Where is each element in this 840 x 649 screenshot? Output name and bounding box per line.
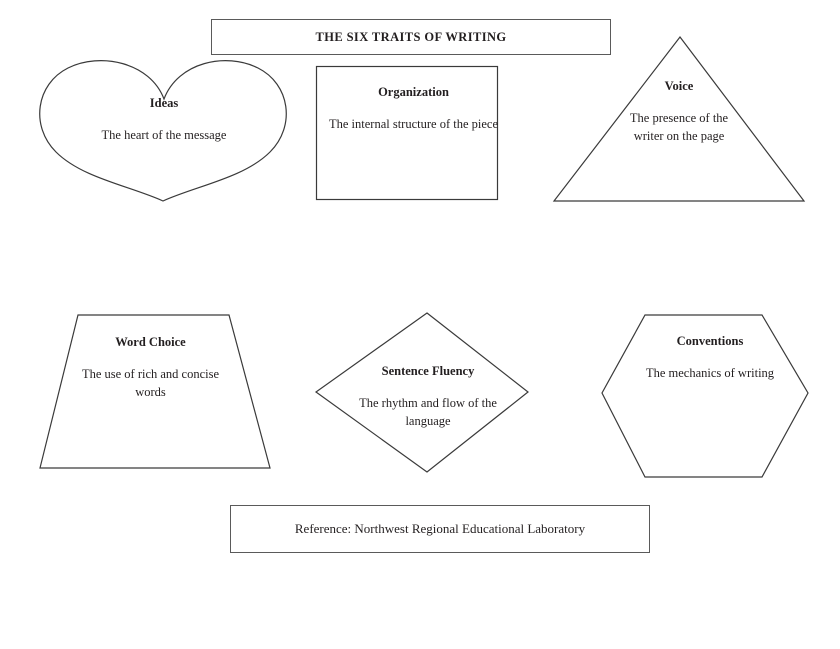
page-title: THE SIX TRAITS OF WRITING [315, 29, 507, 44]
trait-title-organization: Organization [378, 85, 449, 99]
trait-label-sentence-fluency: Sentence Fluency The rhythm and flow of … [347, 364, 509, 431]
trait-description-organization: The internal structure of the piece [328, 116, 499, 131]
trait-description-sentence-fluency: The rhythm and flow of the language [359, 395, 497, 429]
reference-text: Reference: Northwest Regional Educationa… [294, 521, 586, 536]
trait-label-word-choice: Word Choice The use of rich and concise … [68, 335, 233, 402]
trait-title-voice: Voice [664, 79, 694, 93]
trait-title-word-choice: Word Choice [115, 335, 186, 349]
trait-label-ideas: Ideas The heart of the message [64, 96, 264, 144]
trait-label-voice: Voice The presence of the writer on the … [618, 79, 740, 146]
trait-description-voice: The presence of the writer on the page [629, 110, 729, 144]
reference-box: Reference: Northwest Regional Educationa… [230, 505, 650, 553]
trait-description-conventions: The mechanics of writing [645, 365, 775, 380]
title-box: THE SIX TRAITS OF WRITING [211, 19, 611, 55]
trait-title-conventions: Conventions [676, 334, 744, 348]
trait-label-conventions: Conventions The mechanics of writing [630, 334, 790, 382]
trait-description-ideas: The heart of the message [101, 127, 227, 142]
trait-title-ideas: Ideas [149, 96, 179, 110]
trait-description-word-choice: The use of rich and concise words [81, 366, 220, 400]
trait-title-sentence-fluency: Sentence Fluency [381, 364, 475, 378]
trait-label-organization: Organization The internal structure of t… [326, 85, 501, 133]
